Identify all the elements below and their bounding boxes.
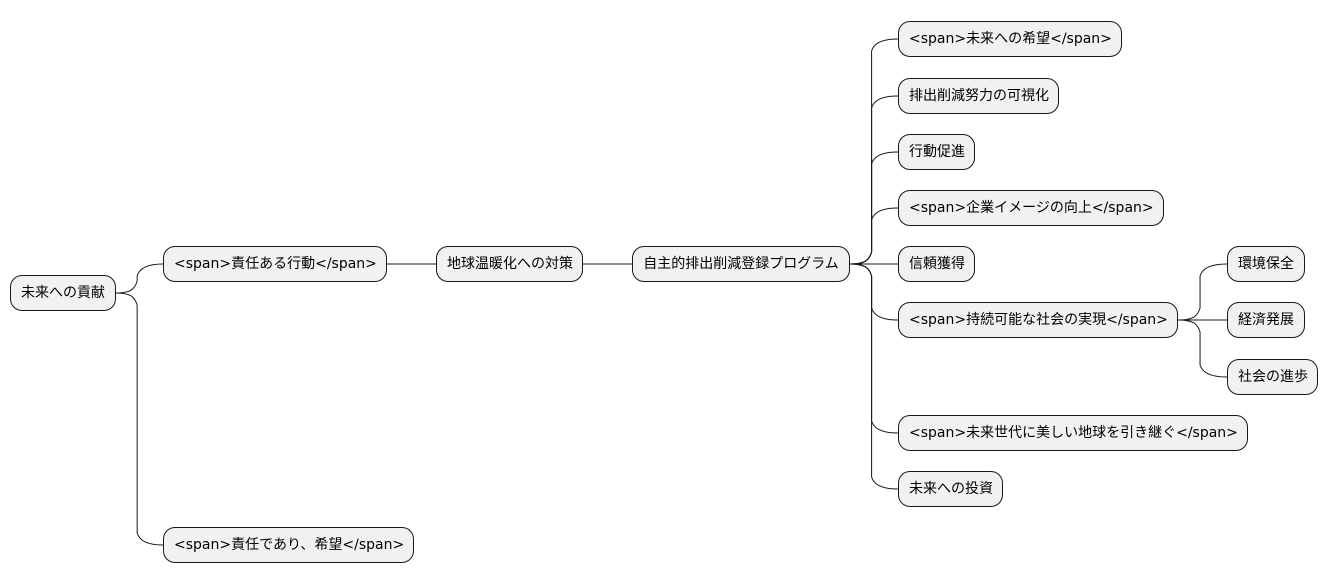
node-root: 未来への貢献 [10, 275, 116, 311]
node-social: 社会の進歩 [1227, 359, 1318, 395]
node-env: 環境保全 [1227, 246, 1305, 282]
node-image: <span>企業イメージの向上</span> [898, 190, 1164, 226]
node-invest: 未来への投資 [898, 471, 1003, 507]
connector-program-to-hope [849, 38, 899, 265]
node-responsibility-hope: <span>責任であり、希望</span> [163, 527, 414, 563]
node-sustainable: <span>持続可能な社会の実現</span> [898, 302, 1178, 338]
node-program: 自主的排出削減登録プログラム [632, 246, 850, 282]
connector-program-to-image [849, 207, 899, 265]
connector-root-to-responsible-action [115, 263, 164, 294]
connector-program-to-future-gen [849, 263, 899, 434]
node-responsible-action: <span>責任ある行動</span> [163, 246, 387, 282]
connector-sustainable-to-env [1177, 263, 1228, 321]
node-econ: 経済発展 [1227, 302, 1305, 338]
node-hope: <span>未来への希望</span> [898, 21, 1122, 57]
connector-program-to-invest [849, 263, 899, 490]
node-trust: 信頼獲得 [898, 246, 975, 282]
connector-sustainable-to-social [1177, 319, 1228, 378]
node-visualize: 排出削減努力の可視化 [898, 78, 1059, 114]
node-future-gen: <span>未来世代に美しい地球を引き継ぐ</span> [898, 415, 1248, 451]
connector-program-to-visualize [849, 95, 899, 265]
node-promote: 行動促進 [898, 134, 975, 170]
connector-program-to-sustainable [849, 263, 899, 321]
node-global-warming: 地球温暖化への対策 [436, 246, 583, 282]
connector-root-to-responsibility-hope [115, 292, 164, 546]
